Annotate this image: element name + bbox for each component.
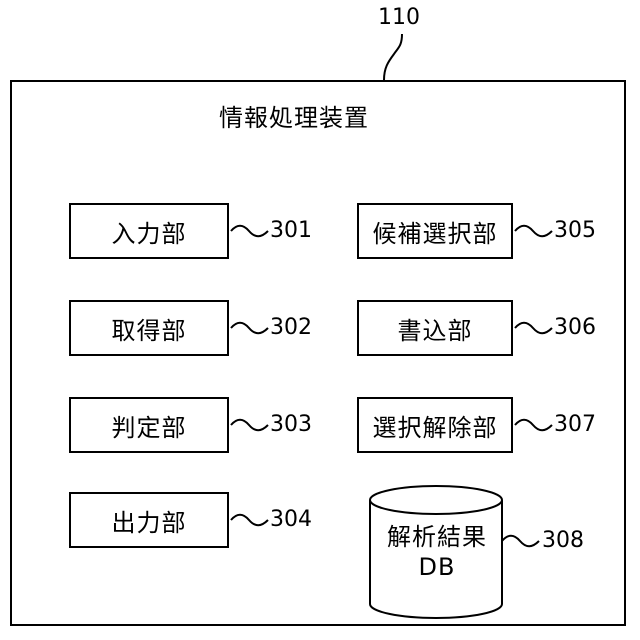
ref-308: 308 [542,527,584,555]
ref-307: 307 [554,411,596,439]
leader-308 [502,536,539,547]
leader-304 [231,515,268,526]
outer-ref-leader [384,34,402,80]
ref-303: 303 [270,411,312,439]
ref-305: 305 [554,217,596,245]
leader-306 [515,323,552,334]
leader-307 [515,420,552,431]
leader-302 [231,323,268,334]
database-label: 解析結果 DB [372,522,502,582]
database-label-line1: 解析結果 [372,522,502,552]
leader-301 [231,226,268,237]
ref-304: 304 [270,506,312,534]
ref-302: 302 [270,314,312,342]
leader-305 [515,226,552,237]
ref-301: 301 [270,217,312,245]
database-label-line2: DB [372,552,502,582]
leader-303 [231,420,268,431]
ref-306: 306 [554,314,596,342]
